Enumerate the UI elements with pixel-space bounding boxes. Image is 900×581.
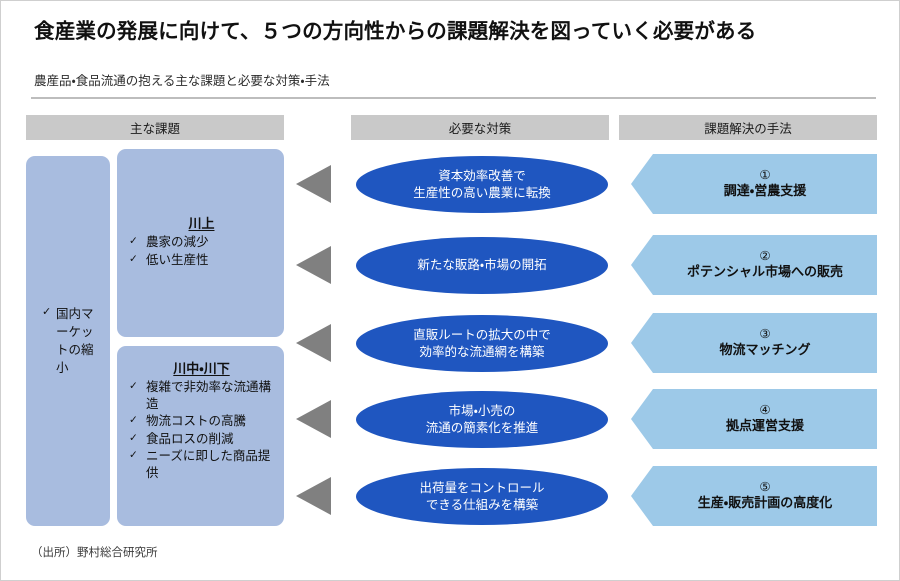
left-arrow-icon-2 (296, 246, 331, 284)
method-chevron-3[interactable]: ③ 物流マッチング (631, 313, 877, 373)
check-icon: ✓ (42, 305, 52, 318)
list-item: ✓ 物流コストの高騰 (129, 413, 274, 430)
list-item: ✓ ニーズに即した商品提供 (129, 448, 274, 481)
measure-ellipse-5: 出荷量をコントロールできる仕組みを構築 (356, 468, 608, 525)
method-chevron-1[interactable]: ① 調達・営農支援 (631, 154, 877, 214)
issue-group-title-upstream: 川上 (188, 216, 215, 231)
method-chevron-5[interactable]: ⑤ 生産・販売計画の高度化 (631, 466, 877, 526)
page-subtitle: 農産品・食品流通の抱える主な課題と必要な対策・手法 (34, 74, 330, 88)
method-chevron-4[interactable]: ④ 拠点運営支援 (631, 389, 877, 449)
method-number-5: ⑤ (759, 479, 771, 494)
issue-market-label: 国内マーケットの縮小 (56, 306, 94, 376)
list-item-label: 農家の減少 (146, 235, 209, 249)
source-note: （出所）野村総合研究所 (31, 547, 158, 559)
list-item-label: ニーズに即した商品提供 (146, 449, 271, 480)
left-arrow-icon-3 (296, 324, 331, 362)
column-header-methods: 課題解決の手法 (619, 115, 877, 140)
list-item: ✓ 複雑で非効率な流通構造 (129, 379, 274, 412)
issue-group-title-midstream: 川中・川下 (173, 361, 230, 376)
issue-box-market-shrink: ✓ 国内マーケットの縮小 (26, 156, 110, 526)
list-item-label: 低い生産性 (146, 252, 209, 267)
check-icon: ✓ (129, 414, 138, 426)
check-icon: ✓ (129, 235, 138, 247)
list-item-label: 物流コストの高騰 (146, 414, 247, 428)
list-item-label: 食品ロスの削減 (146, 431, 234, 446)
method-label-1: 調達・営農支援 (723, 183, 807, 199)
issue-list-midstream: ✓ 複雑で非効率な流通構造 ✓ 物流コストの高騰 ✓ 食品ロスの削減 ✓ ニーズ… (129, 379, 274, 481)
left-arrow-icon-1 (296, 165, 331, 203)
list-item: ✓ 食品ロスの削減 (129, 431, 274, 448)
check-icon: ✓ (129, 252, 138, 265)
check-icon: ✓ (129, 449, 138, 461)
method-label-5: 生産・販売計画の高度化 (697, 495, 833, 511)
check-icon: ✓ (129, 380, 138, 392)
title-divider (31, 97, 876, 99)
issue-list-upstream: ✓ 農家の減少 ✓ 低い生産性 (129, 234, 274, 268)
measure-ellipse-3: 直販ルートの拡大の中で効率的な流通網を構築 (356, 315, 608, 372)
list-item: ✓ 低い生産性 (129, 252, 274, 269)
left-arrow-icon-5 (296, 477, 331, 515)
measure-ellipse-1: 資本効率改善で生産性の高い農業に転換 (356, 156, 608, 213)
method-label-4: 拠点運営支援 (725, 418, 804, 434)
check-icon: ✓ (129, 431, 138, 444)
method-number-3: ③ (759, 326, 771, 341)
column-header-issues: 主な課題 (26, 115, 284, 140)
left-arrow-icon-4 (296, 400, 331, 438)
measure-ellipse-2: 新たな販路・市場の開拓 (356, 237, 608, 294)
method-label-2: ポテンシャル市場への販売 (686, 264, 843, 280)
column-header-measures: 必要な対策 (351, 115, 609, 140)
measure-ellipse-4: 市場・小売の流通の簡素化を推進 (356, 391, 608, 448)
list-item-label: 複雑で非効率な流通構造 (146, 380, 272, 411)
method-number-1: ① (759, 167, 771, 182)
page-title: 食産業の発展に向けて、５つの方向性からの課題解決を図っていく必要がある (34, 20, 757, 43)
issue-box-midstream-downstream: 川中・川下 ✓ 複雑で非効率な流通構造 ✓ 物流コストの高騰 ✓ 食品ロスの削減… (117, 346, 284, 526)
method-number-2: ② (759, 248, 771, 263)
list-item: ✓ 農家の減少 (129, 234, 274, 251)
issue-box-upstream: 川上 ✓ 農家の減少 ✓ 低い生産性 (117, 149, 284, 337)
method-chevron-2[interactable]: ② ポテンシャル市場への販売 (631, 235, 877, 295)
method-label-3: 物流マッチング (719, 342, 811, 358)
method-number-4: ④ (759, 402, 771, 417)
